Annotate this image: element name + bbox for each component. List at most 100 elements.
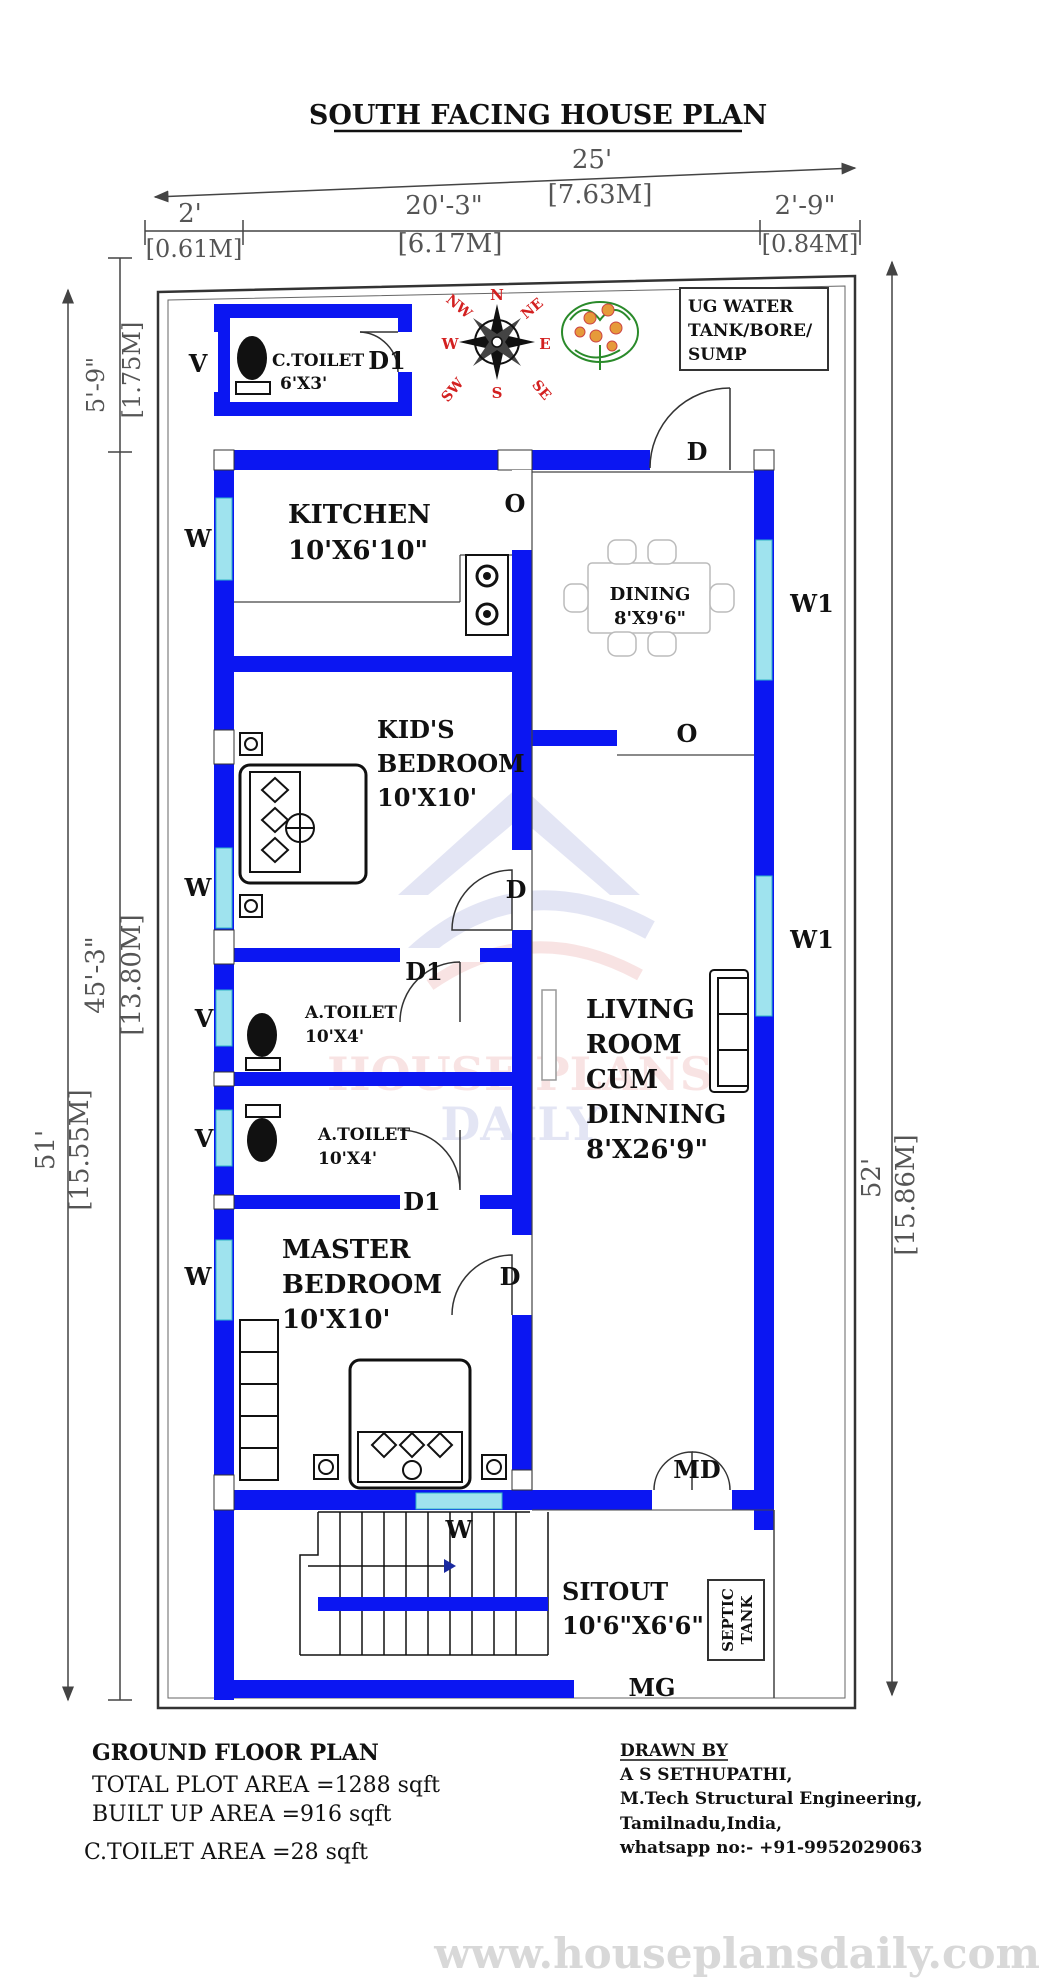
dining-door (649, 387, 731, 470)
c-toilet-ventilator-label: V (188, 349, 208, 378)
master-line1: MASTER (282, 1235, 411, 1265)
compass-s: S (492, 384, 503, 402)
wardrobe-icon (239, 1319, 279, 1481)
kids-line1: KID'S (377, 715, 455, 744)
toilet1-door-swing (399, 961, 461, 1023)
dim-mid-seg-m: [6.17M] (398, 229, 503, 259)
master-door-swing (451, 1254, 513, 1316)
dim-right-total-m: [15.86M] (891, 1134, 921, 1255)
dining-name: DINING (610, 584, 691, 605)
living-window-label: W1 (789, 925, 834, 954)
master-size: 10'X10' (282, 1305, 390, 1335)
sitout-name: SITOUT (562, 1577, 668, 1606)
kids-door-label: D (506, 875, 527, 904)
compass-w: W (441, 335, 460, 353)
kitchen-size: 10'X6'10" (288, 536, 428, 566)
stove-icon (465, 554, 509, 636)
dim-left-upper-ft: 5'-9" (82, 357, 110, 413)
septic-line2: TANK (738, 1595, 756, 1645)
dim-top-total-ft: 25' (572, 145, 612, 175)
kids-bed-icon (238, 732, 368, 918)
compass-sw: SW (439, 375, 468, 405)
dim-right-seg-m: [0.84M] (762, 230, 859, 258)
right-dimensions: 52' [15.86M] (857, 260, 921, 1697)
kitchen-opening-label: O (505, 489, 526, 518)
c-toilet-size: 6'X3' (280, 374, 327, 394)
toilet1-ventilator-label: V (194, 1004, 214, 1033)
atoilet1-name: A.TOILET (304, 1003, 397, 1023)
tv-unit-icon (541, 989, 557, 1081)
stair-handrail (318, 1597, 548, 1611)
main-gate-label: MG (628, 1673, 675, 1702)
living-line3: CUM (586, 1065, 658, 1095)
sitout-window-label: W (445, 1515, 474, 1544)
main-door (653, 1451, 731, 1491)
compass-icon: N S E W NE NW SE SW (439, 286, 554, 405)
toilet2-door-swing (399, 1129, 461, 1191)
credits-degree: M.Tech Structural Engineering, (620, 1789, 922, 1809)
kitchen-name: KITCHEN (288, 500, 431, 530)
c-toilet-door-label: D1 (368, 346, 406, 375)
septic-tank: SEPTIC TANK (707, 1579, 765, 1661)
master-window-label: W (184, 1262, 213, 1291)
dim-left-upper-m: [1.75M] (118, 322, 146, 419)
dining-size: 8'X9'6" (614, 608, 686, 629)
living-line1: LIVING (586, 995, 695, 1025)
atoilet1-size: 10'X4' (305, 1027, 364, 1047)
septic-line1: SEPTIC (719, 1588, 737, 1652)
ug-line2: TANK/BORE/ (688, 321, 813, 341)
credits: DRAWN BY A S SETHUPATHI, M.Tech Structur… (619, 1741, 922, 1858)
kitchen-window-label: W (184, 524, 213, 553)
c-toilet-block: C.TOILET 6'X3' V D1 (188, 304, 412, 416)
atoilet2-door-label: D1 (403, 1187, 441, 1216)
kids-window-label: W (184, 873, 213, 902)
atoilet2-name: A.TOILET (317, 1125, 410, 1145)
toilet1-fixture-icon (245, 1013, 281, 1071)
dining-window-label: W1 (789, 589, 834, 618)
plot-boundary (156, 274, 857, 1710)
ug-water-tank: UG WATER TANK/BORE/ SUMP (679, 287, 829, 371)
dining-table-icon (563, 539, 735, 657)
dim-left-seg-m: [0.61M] (146, 235, 243, 263)
dim-mid-seg-ft: 20'-3" (405, 191, 483, 221)
dining-opening-label: O (677, 719, 698, 748)
atoilet1-door-label: D1 (405, 957, 443, 986)
dim-left-total-ft: 51' (31, 1130, 61, 1170)
living-size: 8'X26'9" (586, 1135, 708, 1165)
compass-se: SE (528, 377, 554, 403)
credits-location: Tamilnadu,India, (620, 1814, 782, 1834)
master-bed-icon (313, 1358, 507, 1490)
toilet-fixture-icon (235, 336, 271, 395)
atoilet2-size: 10'X4' (318, 1149, 377, 1169)
windows (215, 497, 773, 1510)
summary-built-up: BUILT UP AREA =916 sqft (92, 1802, 392, 1827)
credits-name: A S SETHUPATHI, (619, 1765, 792, 1785)
summary-ctoilet-area: C.TOILET AREA =28 sqft (84, 1840, 368, 1865)
dim-left-lower-ft: 45'-3" (81, 936, 111, 1014)
dim-left-seg-ft: 2' (178, 199, 202, 229)
sofa-icon (709, 969, 749, 1093)
toilet2-fixture-icon (245, 1104, 281, 1162)
summary-heading: GROUND FLOOR PLAN (92, 1740, 379, 1766)
credits-phone: whatsapp no:- +91-9952029063 (619, 1838, 922, 1858)
sitout-area (532, 1509, 775, 1698)
kids-door-swing (451, 869, 513, 931)
living-line4: DINNING (586, 1100, 726, 1130)
compass-nw: NW (443, 292, 475, 323)
page-title: SOUTH FACING HOUSE PLAN (309, 100, 767, 131)
living-line2: ROOM (586, 1030, 682, 1060)
dim-right-total-ft: 52' (857, 1158, 887, 1198)
ug-line3: SUMP (688, 345, 747, 365)
credits-heading: DRAWN BY (620, 1741, 729, 1761)
wall-openings (213, 449, 775, 1511)
sitout-size: 10'6"X6'6" (562, 1611, 704, 1640)
dim-left-total-m: [15.55M] (65, 1089, 95, 1210)
top-dimensions: 25' [7.63M] 2' [0.61M] 20'-3" [6.17M] 2'… (144, 145, 861, 263)
dim-left-lower-m: [13.80M] (117, 914, 147, 1035)
area-summary: GROUND FLOOR PLAN TOTAL PLOT AREA =1288 … (84, 1740, 440, 1865)
staircase (299, 1511, 549, 1656)
compass-n: N (490, 286, 504, 304)
master-line2: BEDROOM (282, 1270, 442, 1300)
watermark-url: www.houseplansdaily.com (433, 1929, 1040, 1978)
